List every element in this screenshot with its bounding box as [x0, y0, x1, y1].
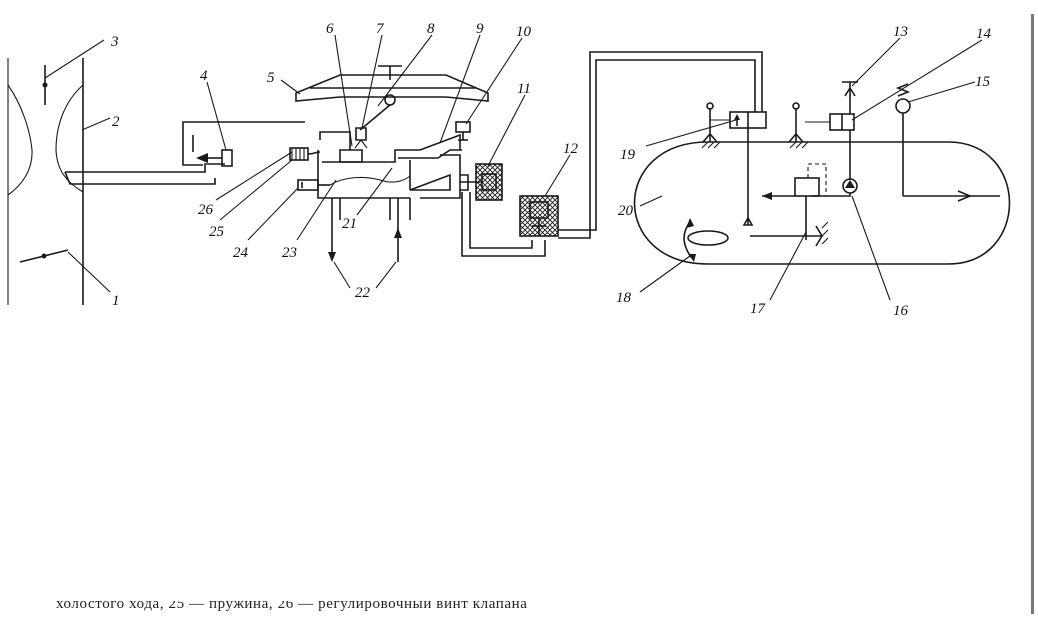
callout-23: 23 — [282, 245, 297, 261]
callout-3: 3 — [110, 34, 119, 50]
callout-20: 20 — [618, 203, 634, 219]
callout-12: 12 — [563, 141, 579, 157]
callout-15: 15 — [975, 74, 991, 90]
callout-18: 18 — [616, 290, 632, 306]
callout-22: 22 — [355, 285, 371, 301]
intake-pipe — [7, 58, 84, 305]
callout-10: 10 — [516, 24, 532, 40]
callout-1: 1 — [112, 293, 120, 309]
callout-19: 19 — [620, 147, 636, 163]
callout-25: 25 — [209, 224, 225, 240]
callout-24: 24 — [233, 245, 249, 261]
fuel-line-lower — [461, 192, 546, 257]
callout-26: 26 — [198, 202, 214, 218]
callout-leaders — [44, 34, 983, 301]
gas-tank — [633, 81, 1011, 265]
callout-2: 2 — [112, 114, 120, 130]
callout-9: 9 — [476, 21, 484, 37]
callout-4: 4 — [200, 68, 208, 84]
solenoid-valve — [519, 195, 559, 237]
main-nozzle — [64, 163, 225, 185]
carburetor-body — [182, 65, 503, 262]
figure-caption: холостого хода, 25 — пружина, 26 — регул… — [56, 596, 528, 612]
callout-13: 13 — [893, 24, 908, 40]
page-edge — [1031, 14, 1034, 614]
callout-8: 8 — [427, 21, 435, 37]
callout-6: 6 — [326, 21, 334, 37]
callout-11: 11 — [517, 81, 531, 97]
callout-17: 17 — [750, 301, 767, 317]
fuel-line-upper — [558, 51, 763, 239]
callout-16: 16 — [893, 303, 909, 319]
callout-5: 5 — [267, 70, 275, 86]
callout-labels: 1 2 3 4 5 6 7 8 9 10 11 12 13 14 15 16 1… — [110, 21, 992, 319]
callout-21: 21 — [342, 216, 357, 232]
callout-7: 7 — [376, 21, 385, 37]
callout-14: 14 — [976, 26, 992, 42]
